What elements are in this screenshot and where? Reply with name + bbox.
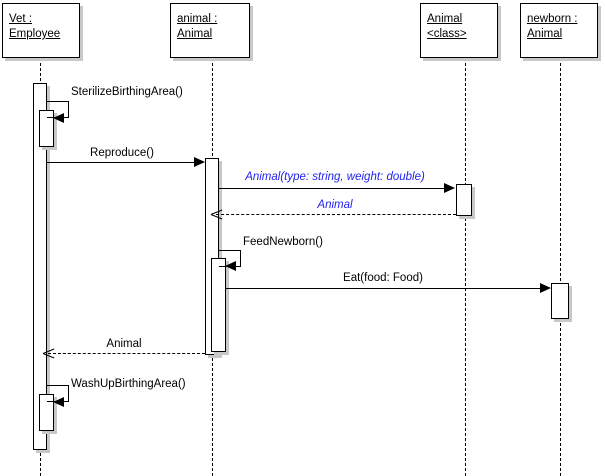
message-sterilize-birthing-area-arrowhead bbox=[53, 113, 64, 123]
message-animal-constructor-line bbox=[219, 188, 444, 189]
message-reproduce-arrowhead bbox=[194, 157, 205, 167]
participant-newborn[interactable]: newborn : Animal bbox=[520, 3, 598, 58]
activation-animal-feednewborn bbox=[211, 258, 226, 352]
message-animal-constructor-label: Animal(type: string, weight: double) bbox=[245, 171, 425, 183]
participant-vet-line2: Employee bbox=[9, 28, 61, 40]
message-reproduce-line bbox=[47, 162, 194, 163]
activation-vet-sterilize bbox=[39, 110, 54, 147]
activation-class-constructor bbox=[456, 184, 472, 216]
participant-class-line2: <class> bbox=[427, 28, 467, 40]
lifeline-newborn bbox=[560, 58, 561, 476]
message-eat-label: Eat(food: Food) bbox=[343, 272, 423, 284]
message-animal-constructor-arrowhead bbox=[444, 183, 455, 193]
activation-newborn-eat bbox=[551, 283, 569, 319]
message-animal-return-label: Animal bbox=[317, 199, 353, 211]
message-sterilize-birthing-area-label: SterilizeBirthingArea() bbox=[71, 86, 183, 98]
activation-vet-washup bbox=[39, 394, 54, 431]
message-eat-line bbox=[226, 288, 540, 289]
message-eat-arrowhead bbox=[540, 283, 551, 293]
participant-animal-line1: animal : bbox=[177, 13, 218, 25]
message-animal-result-label: Animal bbox=[106, 338, 142, 350]
message-wash-up-birthing-area-label: WashUpBirthingArea() bbox=[71, 378, 186, 390]
message-animal-result-arrowhead bbox=[43, 348, 54, 359]
participant-class-line1: Animal bbox=[427, 13, 463, 25]
message-wash-up-birthing-area-arrowhead bbox=[53, 397, 64, 407]
participant-newborn-line1: newborn : bbox=[527, 13, 578, 25]
participant-animal-class[interactable]: Animal <class> bbox=[420, 3, 498, 58]
message-feed-newborn-arrowhead bbox=[225, 261, 236, 271]
participant-vet-line1: Vet : bbox=[9, 13, 33, 25]
participant-newborn-line2: Animal bbox=[527, 28, 563, 40]
message-feed-newborn-label: FeedNewborn() bbox=[243, 236, 323, 248]
lifeline-class bbox=[465, 58, 466, 476]
message-animal-result-line bbox=[48, 353, 205, 354]
participant-vet[interactable]: Vet : Employee bbox=[2, 3, 80, 58]
message-animal-return-line bbox=[216, 214, 456, 215]
message-animal-return-arrowhead bbox=[211, 209, 222, 220]
participant-animal[interactable]: animal : Animal bbox=[170, 3, 250, 58]
message-reproduce-label: Reproduce() bbox=[90, 147, 154, 159]
participant-animal-line2: Animal bbox=[177, 28, 213, 40]
